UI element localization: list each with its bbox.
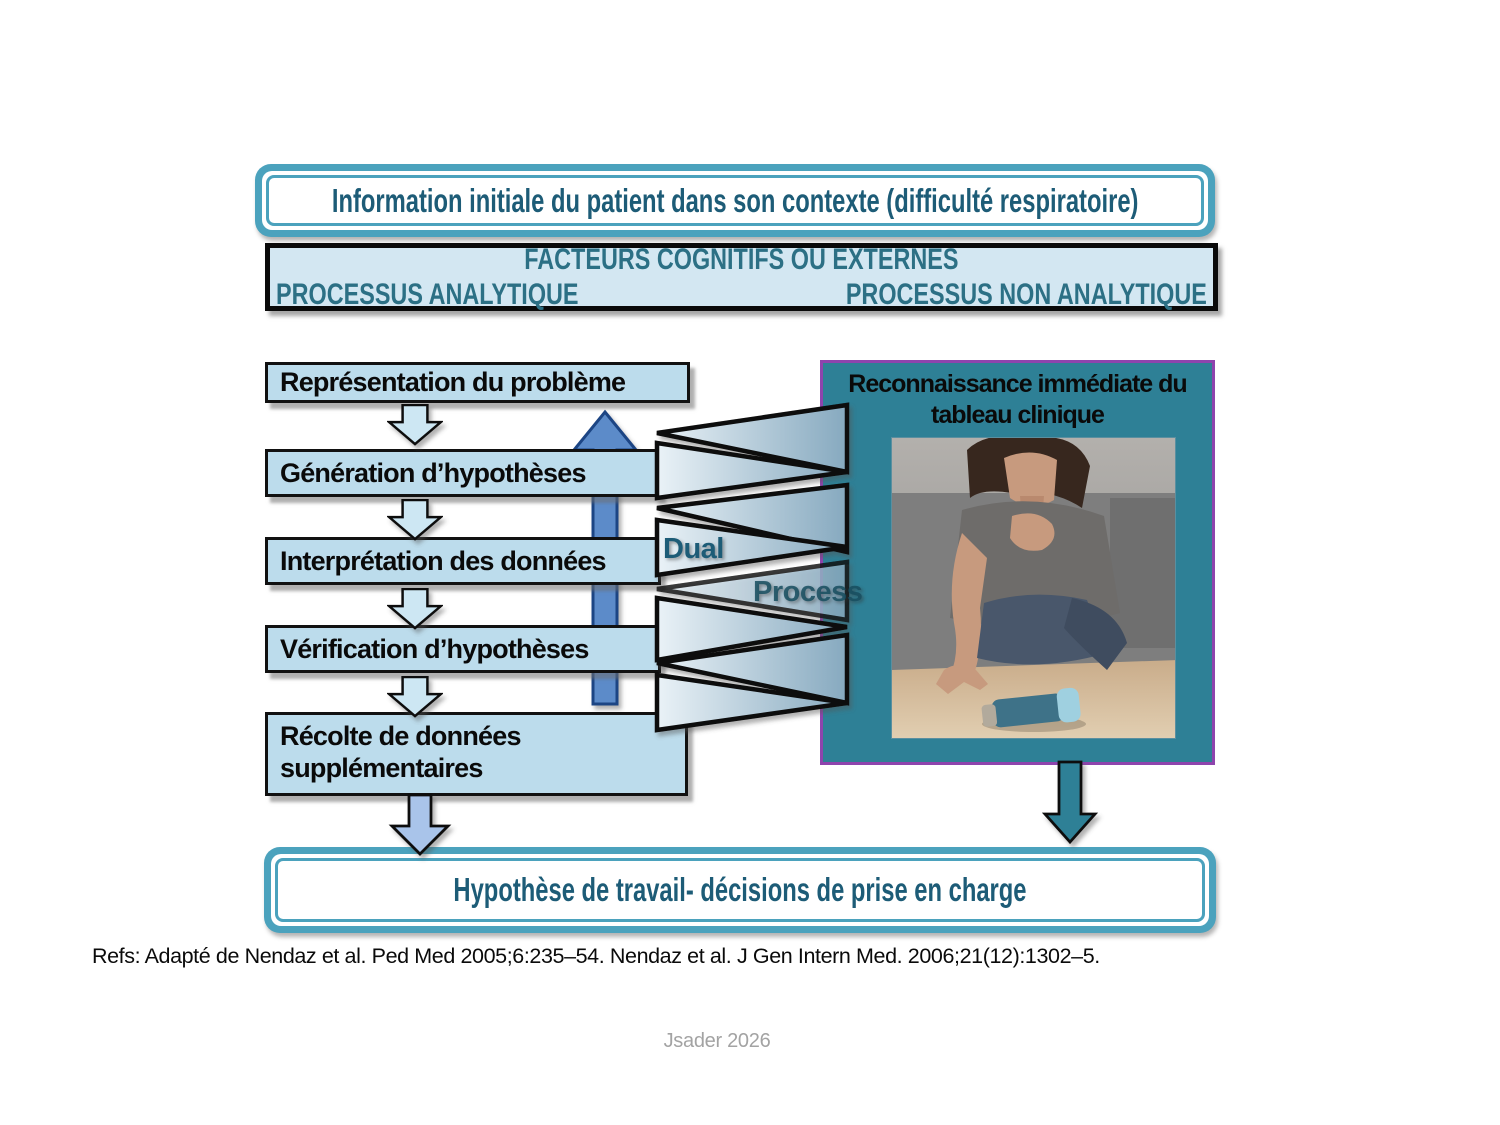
step-generation-box: Génération d’hypothèses [265,449,661,497]
step-representation-box: Représentation du problème [265,362,690,403]
down-arrow-icon [387,499,443,541]
step-recolte-box: Récolte de données supplémentaires [265,712,688,796]
big-down-arrow-icon [388,793,452,856]
working-hypothesis-box-frame: Hypothèse de travail- décisions de prise… [275,858,1205,922]
down-arrow-icon [387,588,443,630]
processus-non-analytique-label: PROCESSUS NON ANALYTIQUE [845,277,1207,311]
zigzag-triangle [656,632,850,706]
zigzag-triangle [654,440,848,501]
hand-on-chest [1010,513,1055,551]
initial-information-box-frame: Information initiale du patient dans son… [266,175,1204,226]
inhaler-icon [981,687,1081,728]
zigzag-triangle [656,402,850,475]
tshirt [950,501,1120,627]
dual-label: Dual [663,533,724,565]
patient-photo [891,437,1176,739]
zigzag-triangle-process [656,559,850,623]
reaching-hand [936,665,988,694]
zigzag-triangle [656,482,850,555]
processus-analytique-label: PROCESSUS ANALYTIQUE [276,277,579,311]
factors-line1: FACTEURS COGNITIFS OU EXTERNES [270,243,1213,277]
down-arrow-icon [387,404,443,446]
factors-box: FACTEURS COGNITIFS OU EXTERNES PROCESSUS… [265,243,1218,311]
step-interpretation-box: Interprétation des données [265,537,661,585]
face [1004,452,1057,507]
initial-information-box: Information initiale du patient dans son… [255,164,1215,237]
couch-cushion [1110,498,1175,648]
initial-information-box-inner [262,171,1208,230]
jeans-knee [1064,598,1127,670]
reaching-arm [950,533,987,680]
working-hypothesis-text: Hypothèse de travail- décisions de prise… [453,871,1027,908]
references-text: Refs: Adapté de Nendaz et al. Ped Med 20… [92,944,1100,968]
step-verification-box: Vérification d’hypothèses [265,625,661,673]
zigzag-triangle [654,672,848,733]
working-hypothesis-box-inner [271,854,1209,926]
working-hypothesis-box: Hypothèse de travail- décisions de prise… [264,847,1216,933]
initial-information-text: Information initiale du patient dans son… [331,181,1139,219]
recognition-panel: Reconnaissance immédiate du tableau clin… [820,360,1215,765]
dual-process-zigzag [654,402,850,733]
teal-down-arrow-icon [1041,760,1099,845]
footer-author-text: Jsader 2026 [663,1030,771,1052]
zigzag-triangle [654,595,848,663]
factors-title-text: FACTEURS COGNITIFS OU EXTERNES [524,242,959,276]
down-arrow-icon [387,676,443,718]
recognition-title: Reconnaissance immédiate du tableau clin… [848,370,1187,430]
factors-line2: PROCESSUS ANALYTIQUE PROCESSUS NON ANALY… [270,278,1213,312]
zigzag-triangle [654,517,848,578]
process-label: Process [753,576,863,608]
